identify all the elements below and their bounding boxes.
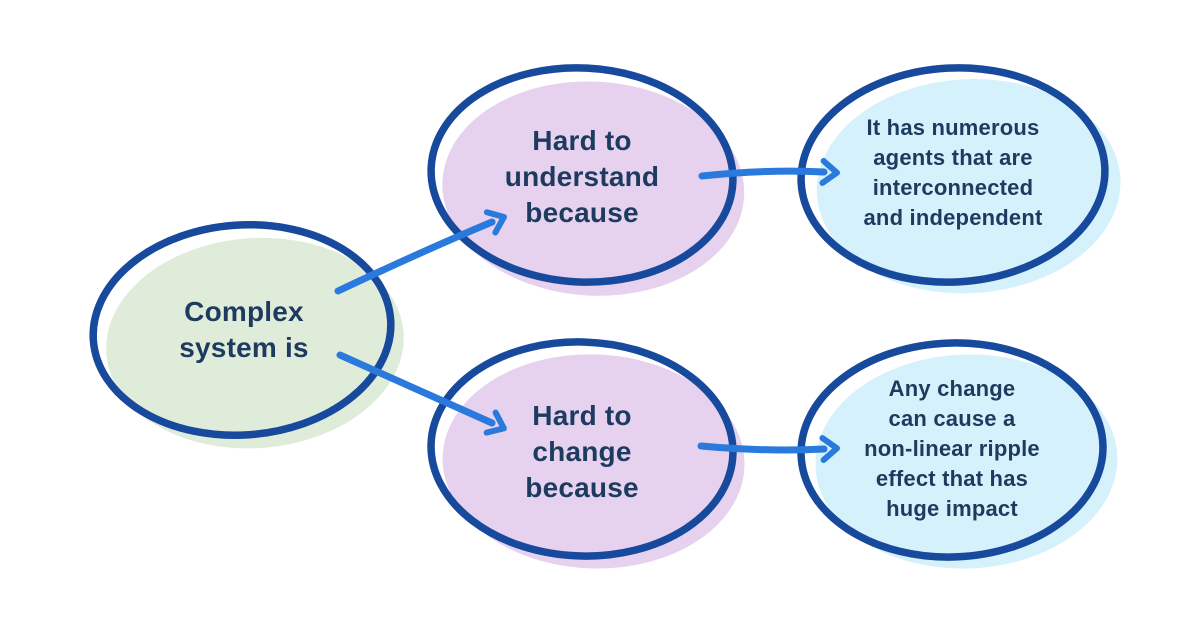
hard-to-change-label: Hard to change because bbox=[525, 400, 639, 503]
hard-to-change-outline bbox=[427, 338, 737, 560]
node-ripple-effect bbox=[797, 339, 1118, 569]
complex-system-label: Complex system is bbox=[179, 296, 309, 363]
edge-understand-to-agents bbox=[698, 157, 840, 186]
hard-to-understand-outline bbox=[427, 64, 737, 286]
node-hard-to-understand bbox=[427, 64, 745, 296]
hard-to-change-fill bbox=[442, 354, 745, 569]
node-numerous-agents bbox=[797, 64, 1121, 294]
edge-complex-to-change bbox=[336, 351, 507, 436]
ripple-effect-label: Any change can cause a non-linear ripple… bbox=[864, 376, 1040, 521]
edge-change-to-ripple bbox=[697, 435, 840, 464]
complex-system-outline bbox=[89, 220, 395, 440]
complex-system-fill bbox=[106, 237, 404, 449]
node-complex-system bbox=[89, 220, 404, 449]
numerous-agents-fill bbox=[816, 79, 1121, 294]
node-hard-to-change bbox=[427, 338, 745, 569]
hard-to-understand-label: Hard to understand because bbox=[504, 125, 660, 228]
ripple-effect-fill bbox=[815, 354, 1118, 569]
numerous-agents-label: It has numerous agents that are intercon… bbox=[863, 115, 1043, 230]
numerous-agents-outline bbox=[797, 64, 1109, 286]
ripple-effect-outline bbox=[797, 339, 1107, 561]
edge-complex-to-understand bbox=[334, 209, 507, 295]
hard-to-understand-fill bbox=[442, 81, 745, 296]
